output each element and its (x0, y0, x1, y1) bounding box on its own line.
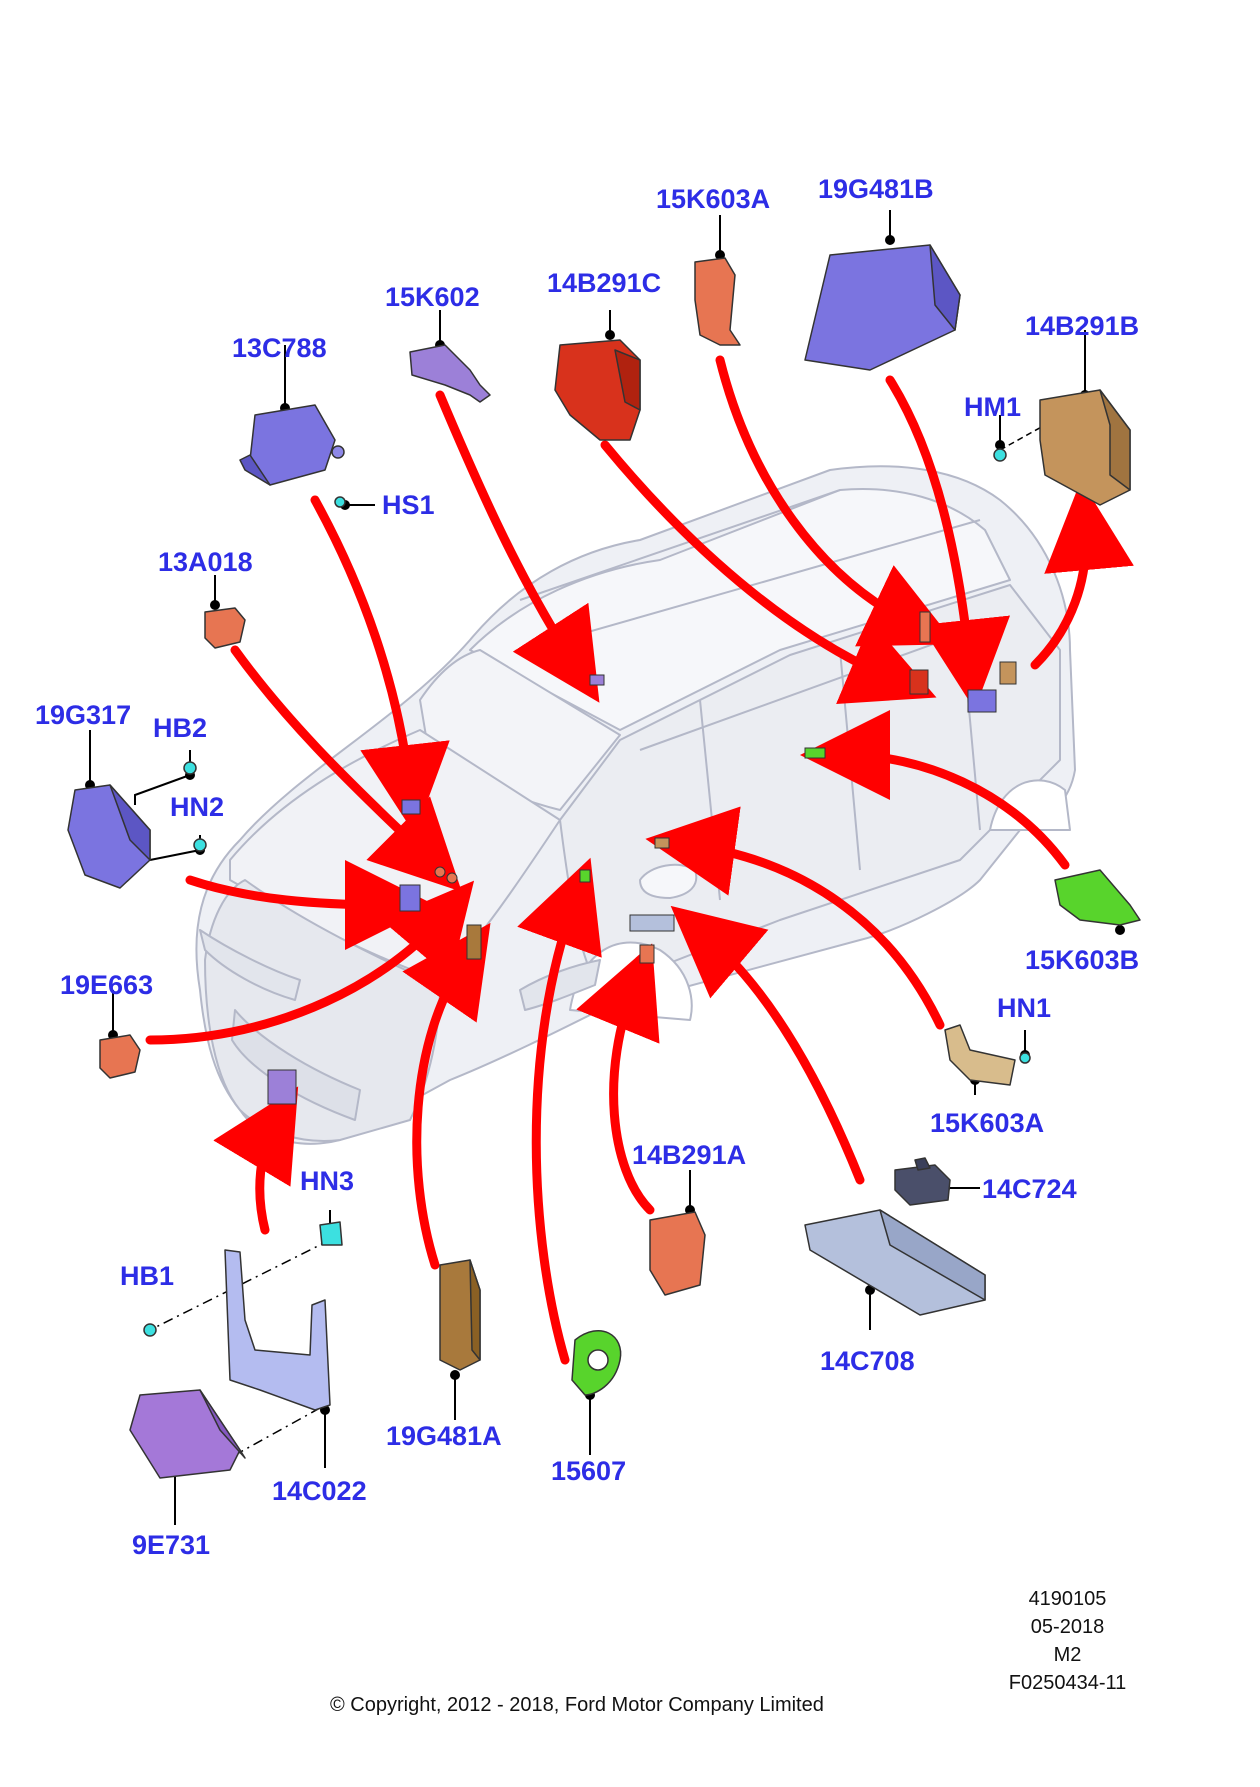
module-15K603B (1054, 869, 1141, 926)
in-vehicle-15K602 (589, 674, 605, 686)
arrow-19G481A (402, 922, 491, 1270)
label-14C708: 14C708 (820, 1346, 915, 1376)
ref-block: 4190105 05-2018 M2 F0250434-11 (1000, 1585, 1135, 1697)
label-HB1: HB1 (120, 1261, 175, 1291)
in-vehicle-13A018 (434, 866, 446, 878)
arrow-14B291A (576, 943, 660, 1215)
module-14C708 (804, 1209, 986, 1316)
in-vehicle-modules (267, 611, 1017, 1105)
vehicle-body (195, 465, 1076, 1145)
label-HM1: HM1 (964, 392, 1022, 422)
label-9E731: 9E731 (132, 1530, 211, 1560)
arrow-15K602 (435, 390, 600, 703)
copyright-notice: © Copyright, 2012 - 2018, Ford Motor Com… (330, 1694, 824, 1716)
label-HN1: HN1 (997, 993, 1052, 1023)
in-vehicle-13C788 (401, 799, 421, 815)
label-HS1: HS1 (382, 490, 435, 520)
arrow-15K603B (800, 710, 1070, 870)
arrow-13A018 (230, 645, 462, 892)
module-15K603A-bottom (944, 1024, 1016, 1086)
fastener-HN3 (319, 1221, 343, 1246)
label-19E663: 19E663 (60, 970, 154, 1000)
fastener-HB2 (183, 761, 197, 775)
pointer-arrows (145, 355, 1134, 1365)
label-19G317: 19G317 (35, 700, 132, 730)
arrow-14C708 (670, 905, 865, 1185)
arrow-15607 (517, 857, 602, 1365)
module-14B291B (1039, 389, 1131, 506)
arrow-15K603A-bottom (645, 806, 945, 1030)
module-13C788 (239, 404, 345, 486)
module-14B291C (554, 339, 641, 441)
in-vehicle-19E663 (446, 872, 458, 884)
label-14C724: 14C724 (982, 1174, 1077, 1204)
in-vehicle-14B291A (639, 944, 655, 964)
label-15607: 15607 (551, 1456, 627, 1486)
label-15K603A-top: 15K603A (656, 184, 771, 214)
module-9E731 (129, 1389, 246, 1479)
fastener-HS1 (334, 496, 346, 508)
in-vehicle-19G317 (399, 884, 421, 912)
module-19E663 (99, 1034, 141, 1079)
in-vehicle-15K603A-bottom (654, 837, 670, 849)
module-14C022 (224, 1249, 331, 1411)
leader-HN2 (149, 835, 201, 861)
module-19G481B (804, 244, 961, 371)
component-modules (67, 244, 1141, 1479)
fastener-HB1 (143, 1323, 157, 1337)
arrow-19G481B (885, 375, 1011, 710)
label-HB2: HB2 (153, 713, 208, 743)
label-15K602: 15K602 (385, 282, 480, 312)
arrow-14B291B (1030, 480, 1134, 670)
module-15K602 (409, 344, 491, 403)
in-vehicle-14C708 (629, 914, 675, 932)
rear-wheel-arch (989, 779, 1071, 831)
label-14B291B: 14B291B (1025, 311, 1140, 341)
leader-14C022-dash (234, 1407, 321, 1456)
in-vehicle-14B291B (999, 661, 1017, 685)
ref-code: M2 (1053, 1644, 1082, 1666)
in-vehicle-14C022 (267, 1069, 297, 1105)
label-19G481B: 19G481B (818, 174, 934, 204)
label-15K603B: 15K603B (1025, 945, 1140, 975)
label-19G481A: 19G481A (386, 1421, 502, 1451)
front-grille (231, 1009, 361, 1121)
module-13A018 (204, 607, 246, 649)
in-vehicle-15K603B (804, 747, 826, 759)
in-vehicle-19G481A (466, 924, 482, 960)
module-14C724 (894, 1157, 951, 1206)
fastener-HN1 (1019, 1052, 1031, 1064)
figure-id: F0250434-11 (1008, 1672, 1127, 1694)
in-vehicle-15607 (579, 869, 591, 883)
label-13C788: 13C788 (232, 333, 327, 363)
arrow-15K603A-top (715, 355, 956, 647)
headlight-left (199, 929, 301, 1001)
label-13A018: 13A018 (158, 547, 253, 577)
label-15K603A-bottom: 15K603A (930, 1108, 1045, 1138)
module-14B291A (649, 1211, 706, 1296)
arrow-14C022 (213, 1086, 299, 1235)
ref-date: 05-2018 (1030, 1616, 1105, 1638)
ref-number: 4190105 (1028, 1588, 1107, 1610)
fastener-HN2 (193, 838, 207, 852)
in-vehicle-19G481B (967, 689, 997, 713)
arrow-13C788 (310, 495, 450, 835)
label-14B291A: 14B291A (632, 1140, 747, 1170)
arrow-19G317 (185, 859, 435, 950)
in-vehicle-15K603A-top (919, 611, 931, 643)
label-14B291C: 14B291C (547, 268, 662, 298)
module-15607 (571, 1330, 622, 1396)
fastener-HM1 (993, 448, 1007, 462)
arrow-14B291C (600, 440, 937, 704)
label-HN3: HN3 (300, 1166, 355, 1196)
label-14C022: 14C022 (272, 1476, 367, 1506)
in-vehicle-14B291C (909, 669, 929, 695)
label-HN2: HN2 (170, 792, 225, 822)
module-15K603A-top (694, 257, 741, 346)
module-19G317 (67, 784, 151, 889)
module-19G481A (439, 1259, 481, 1371)
